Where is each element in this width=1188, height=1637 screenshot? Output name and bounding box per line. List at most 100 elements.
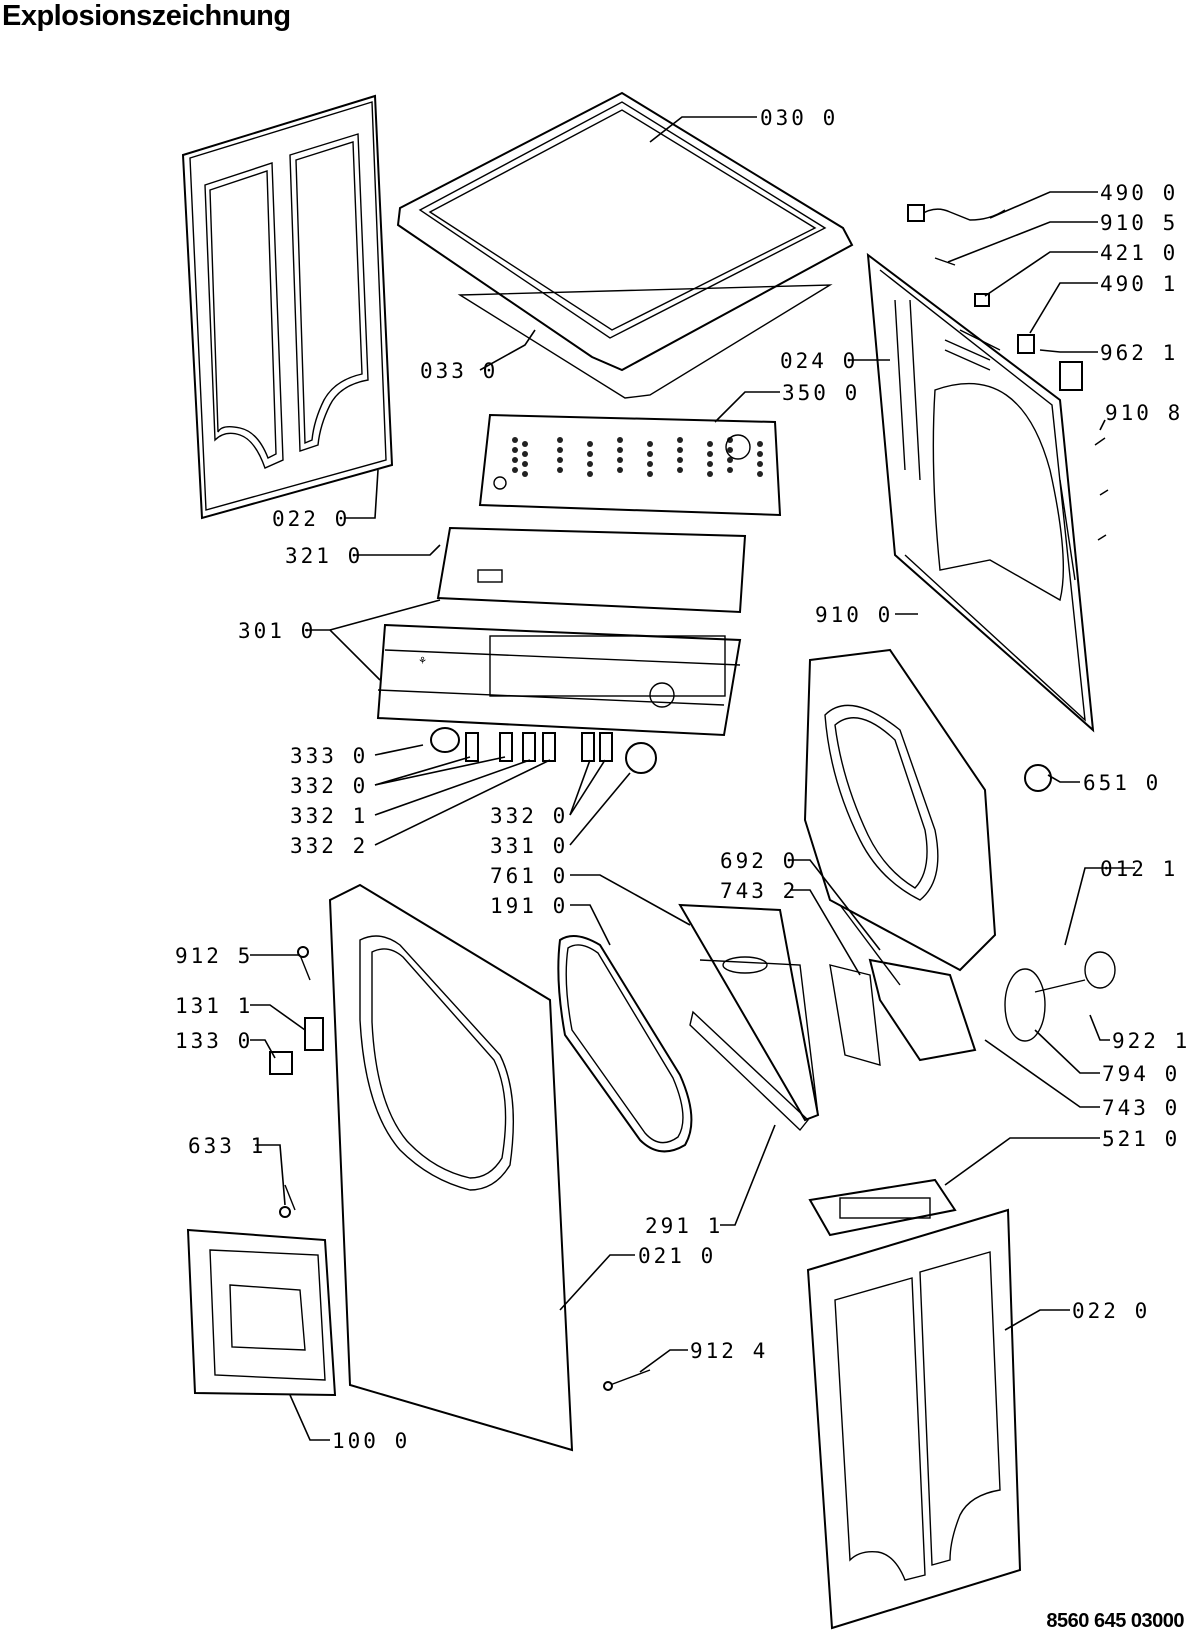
callout-692-0: 692 0 (720, 849, 798, 873)
callout-421-0: 421 0 (1100, 241, 1178, 265)
electronic-module (808, 1178, 957, 1237)
pcb-component-dot (522, 441, 528, 447)
pcb-component-dot (647, 461, 653, 467)
callout-100-0: 100 0 (332, 1429, 410, 1453)
callout-743-2: 743 2 (720, 879, 798, 903)
pcb-component-dot (617, 457, 623, 463)
pcb-component-dot (587, 461, 593, 467)
callout-022-0-top: 022 0 (272, 507, 350, 531)
callout-633-1: 633 1 (188, 1134, 266, 1158)
pcb-component-dot (557, 457, 563, 463)
pcb-component-dot (557, 437, 563, 443)
screw-912-4 (603, 1369, 651, 1391)
pcb-component-dot (647, 441, 653, 447)
pcb-component-dot (587, 441, 593, 447)
pcb-component-dot (587, 471, 593, 477)
front-panel (328, 883, 574, 1452)
pcb-component-dot (617, 467, 623, 473)
pcb-component-dot (522, 471, 528, 477)
callout-490-1: 490 1 (1100, 272, 1178, 296)
pcb-component-dot (707, 441, 713, 447)
filter-housing (678, 903, 820, 1132)
callout-301-0: 301 0 (238, 619, 316, 643)
side-panel-left (181, 94, 394, 520)
callout-labels: 030 0 490 0 910 5 421 0 490 1 962 1 033 … (175, 106, 1188, 1453)
rear-panel (866, 252, 1095, 733)
top-cover (396, 91, 854, 399)
callout-761-0: 761 0 (490, 864, 568, 888)
callout-021-0: 021 0 (638, 1244, 716, 1268)
pcb-component-dot (677, 447, 683, 453)
handle-recess (186, 1228, 337, 1397)
pcb-component-dot (757, 451, 763, 457)
small-parts-left (269, 946, 324, 1218)
callout-033-0: 033 0 (420, 359, 498, 383)
pcb-component-dot (587, 451, 593, 457)
pcb-component-dot (557, 447, 563, 453)
pcb-component-dot (617, 447, 623, 453)
callout-912-5: 912 5 (175, 944, 253, 968)
callout-910-0: 910 0 (815, 603, 893, 627)
duct-parts (829, 764, 1116, 1066)
pcb-component-dot (557, 467, 563, 473)
control-board (478, 413, 782, 517)
document-number: 8560 645 03000 (1046, 1610, 1184, 1632)
callout-191-0: 191 0 (490, 894, 568, 918)
callout-922-1: 922 1 (1112, 1029, 1188, 1053)
callout-332-2: 332 2 (290, 834, 368, 858)
pcb-component-dot (512, 457, 518, 463)
callout-321-0: 321 0 (285, 544, 363, 568)
pcb-component-dot (677, 457, 683, 463)
small-parts-top-right (934, 257, 1109, 541)
callout-024-0: 024 0 (780, 349, 858, 373)
control-panel: ⚘ (376, 623, 742, 737)
callout-651-0: 651 0 (1083, 771, 1161, 795)
svg-text:⚘: ⚘ (418, 656, 427, 667)
callout-521-0: 521 0 (1102, 1127, 1180, 1151)
callout-012-1: 012 1 (1100, 857, 1178, 881)
pcb-component-dot (617, 437, 623, 443)
buttons-row (430, 727, 657, 774)
drum-support-frame (803, 648, 997, 972)
callout-350-0: 350 0 (782, 381, 860, 405)
pcb-component-dot (727, 457, 733, 463)
callout-490-0: 490 0 (1100, 181, 1178, 205)
pcb-component-dot (647, 451, 653, 457)
pcb-component-dot (677, 467, 683, 473)
callout-910-8: 910 8 (1105, 401, 1183, 425)
panel-cover (436, 526, 747, 614)
door-seal (557, 935, 693, 1153)
page-title: Explosionszeichnung (2, 0, 291, 32)
callout-332-0-right: 332 0 (490, 804, 568, 828)
callout-910-5: 910 5 (1100, 211, 1178, 235)
callout-022-0-bottom: 022 0 (1072, 1299, 1150, 1323)
pcb-component-dot (647, 471, 653, 477)
callout-333-0: 333 0 (290, 744, 368, 768)
pcb-component-dot (727, 437, 733, 443)
pcb-component-dot (727, 447, 733, 453)
pcb-component-dot (707, 461, 713, 467)
callout-794-0: 794 0 (1102, 1062, 1180, 1086)
pcb-component-dot (757, 471, 763, 477)
pcb-component-dot (757, 441, 763, 447)
callout-291-1: 291 1 (645, 1214, 723, 1238)
callout-912-4: 912 4 (690, 1339, 768, 1363)
callout-332-0-left: 332 0 (290, 774, 368, 798)
pcb-component-dot (512, 447, 518, 453)
pcb-component-dot (707, 451, 713, 457)
side-panel-right (806, 1208, 1022, 1630)
pcb-component-dot (512, 467, 518, 473)
pcb-component-dot (757, 461, 763, 467)
pcb-component-dot (512, 437, 518, 443)
pcb-component-dot (707, 471, 713, 477)
callout-743-0: 743 0 (1102, 1096, 1180, 1120)
callout-962-1: 962 1 (1100, 341, 1178, 365)
leader-lines (250, 116, 1135, 1441)
callout-133-0: 133 0 (175, 1029, 253, 1053)
callout-332-1: 332 1 (290, 804, 368, 828)
callout-030-0: 030 0 (760, 106, 838, 130)
callout-131-1: 131 1 (175, 994, 253, 1018)
pcb-component-dot (727, 467, 733, 473)
pcb-component-dot (522, 461, 528, 467)
